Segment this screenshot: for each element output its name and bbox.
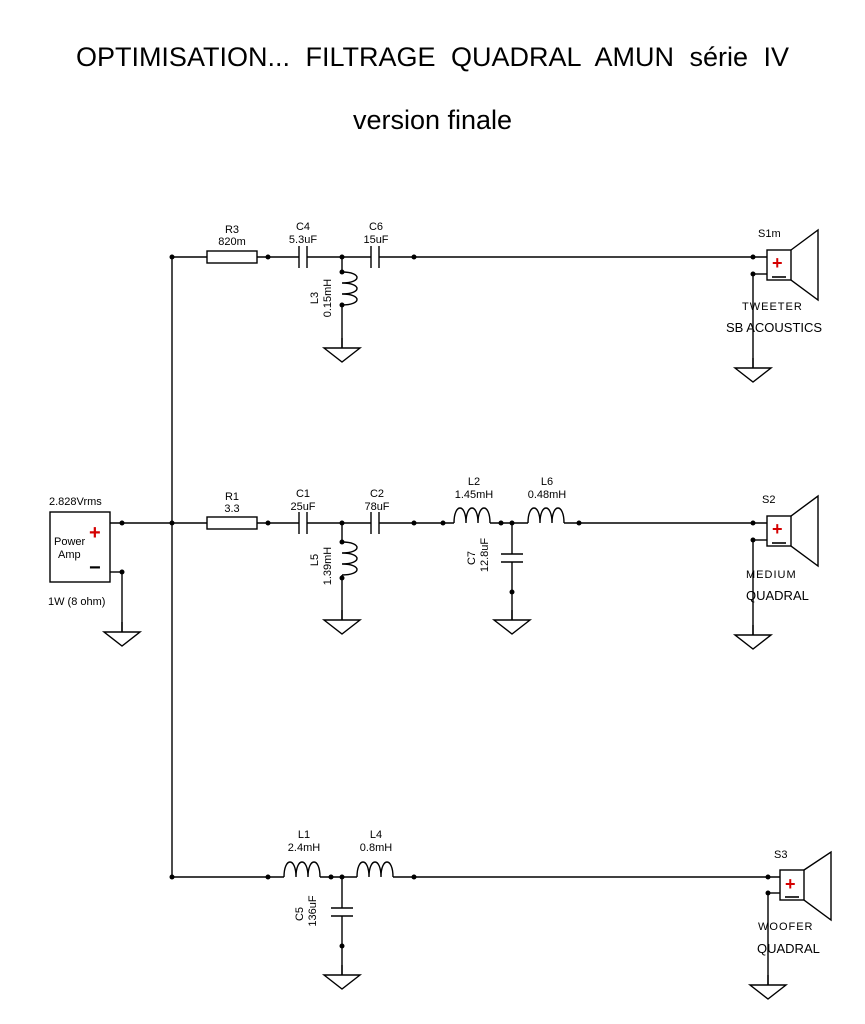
svg-text:L5: L5: [309, 554, 321, 566]
svg-text:C5: C5: [294, 907, 306, 921]
minus-icon: −: [89, 557, 101, 579]
diagram-subtitle: version finale: [352, 105, 513, 135]
svg-text:25uF: 25uF: [290, 501, 315, 513]
capacitor-c5: C5 136uF: [294, 877, 353, 975]
svg-text:C2: C2: [370, 488, 384, 500]
resistor-r1: R1 3.3: [206, 491, 258, 530]
capacitor-c1: C1 25uF: [290, 488, 316, 534]
ground-symbol: [323, 609, 361, 635]
inductor-l3: L3 0.15mH: [309, 257, 358, 348]
power-amp: + − Power Amp 2.828Vrms 1W (8 ohm): [48, 496, 111, 608]
svg-text:136uF: 136uF: [307, 895, 319, 926]
svg-text:0.15mH: 0.15mH: [322, 279, 334, 318]
svg-text:C4: C4: [296, 221, 310, 233]
svg-text:L6: L6: [541, 476, 553, 488]
svg-text:12.8uF: 12.8uF: [479, 538, 491, 573]
resistor-r3: R3 820m: [206, 224, 258, 264]
svg-text:1.45mH: 1.45mH: [455, 489, 494, 501]
svg-text:820m: 820m: [218, 236, 246, 248]
capacitor-c4: C4 5.3uF: [289, 221, 317, 268]
svg-text:78uF: 78uF: [364, 501, 389, 513]
svg-text:QUADRAL: QUADRAL: [757, 941, 820, 956]
svg-text:C6: C6: [369, 221, 383, 233]
plus-icon: +: [89, 522, 101, 544]
svg-text:C7: C7: [466, 551, 478, 565]
svg-text:SB ACOUSTICS: SB ACOUSTICS: [726, 320, 822, 335]
svg-text:0.8mH: 0.8mH: [360, 842, 392, 854]
amp-power: 1W (8 ohm): [48, 596, 105, 608]
svg-text:R1: R1: [225, 491, 239, 503]
svg-text:0.48mH: 0.48mH: [528, 489, 567, 501]
ground-symbol: [323, 964, 361, 990]
svg-text:QUADRAL: QUADRAL: [746, 588, 809, 603]
inductor-l1: L1 2.4mH: [283, 829, 321, 878]
amp-label-2: Amp: [58, 549, 81, 561]
svg-text:L3: L3: [309, 292, 321, 304]
capacitor-c6: C6 15uF: [363, 221, 389, 268]
svg-text:15uF: 15uF: [363, 234, 388, 246]
capacitor-c7: C7 12.8uF: [466, 523, 523, 620]
svg-text:C1: C1: [296, 488, 310, 500]
amp-label-1: Power: [54, 536, 86, 548]
speaker-s1m: + S1m TWEETER SB ACOUSTICS: [726, 228, 822, 335]
inductor-l6: L6 0.48mH: [527, 476, 567, 524]
svg-text:L1: L1: [298, 829, 310, 841]
svg-text:1.39mH: 1.39mH: [322, 547, 334, 586]
diagram-title: OPTIMISATION... FILTRAGE QUADRAL AMUN sé…: [75, 42, 790, 72]
ground-symbol: [103, 621, 141, 647]
ground-symbol: [493, 609, 531, 635]
inductor-l4: L4 0.8mH: [356, 829, 394, 878]
svg-text:WOOFER: WOOFER: [758, 921, 814, 933]
svg-text:TWEETER: TWEETER: [742, 301, 803, 313]
plus-icon: +: [772, 253, 783, 273]
svg-text:L4: L4: [370, 829, 382, 841]
svg-text:3.3: 3.3: [224, 503, 239, 515]
svg-text:L2: L2: [468, 476, 480, 488]
inductor-l2: L2 1.45mH: [453, 476, 494, 524]
amp-voltage: 2.828Vrms: [49, 496, 102, 508]
svg-text:S3: S3: [774, 849, 787, 861]
svg-text:S1m: S1m: [758, 228, 781, 240]
inductor-l5: L5 1.39mH: [309, 523, 358, 620]
ground-symbol: [323, 337, 361, 363]
svg-text:2.4mH: 2.4mH: [288, 842, 320, 854]
svg-text:R3: R3: [225, 224, 239, 236]
ground-symbol: [734, 624, 772, 650]
ground-symbol: [734, 357, 772, 383]
svg-text:5.3uF: 5.3uF: [289, 234, 317, 246]
speaker-s3: + S3 WOOFER QUADRAL: [757, 849, 832, 956]
ground-symbol: [749, 974, 787, 1000]
capacitor-c2: C2 78uF: [364, 488, 390, 534]
plus-icon: +: [772, 519, 783, 539]
svg-text:MEDIUM: MEDIUM: [746, 569, 797, 581]
svg-text:S2: S2: [762, 494, 775, 506]
speaker-s2: + S2 MEDIUM QUADRAL: [746, 494, 819, 603]
plus-icon: +: [785, 874, 796, 894]
